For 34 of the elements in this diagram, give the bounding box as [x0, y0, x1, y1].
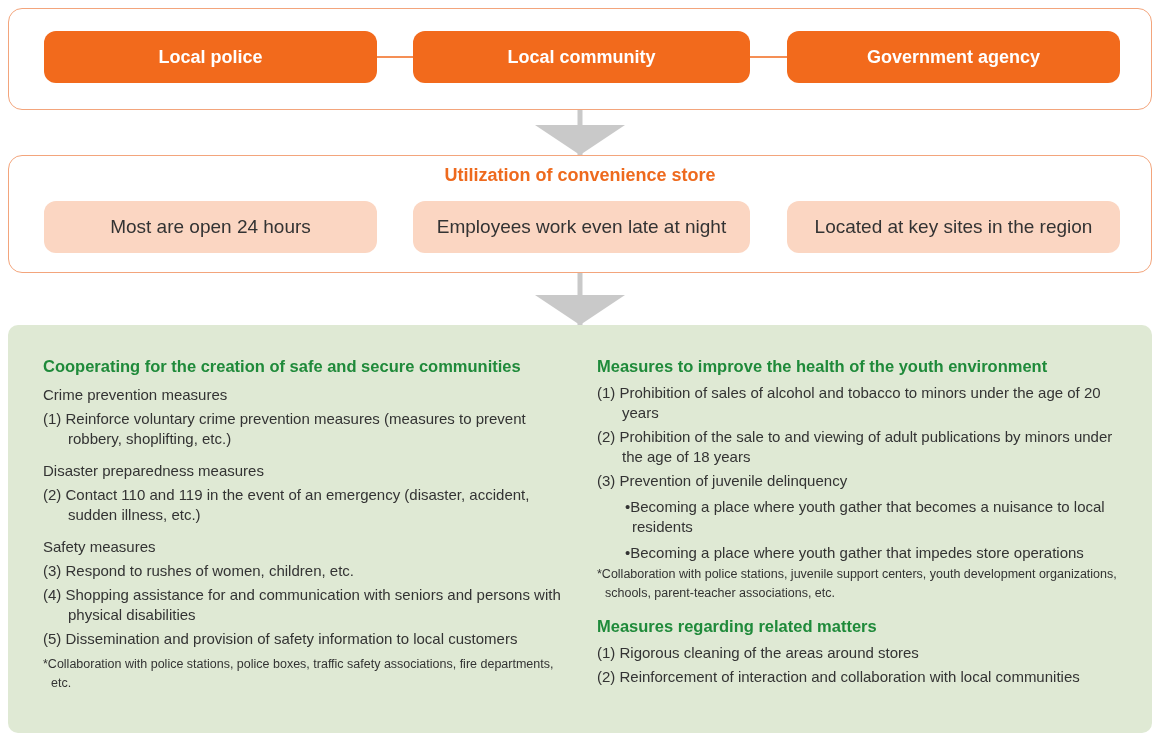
feature-box: Located at key sites in the region — [787, 201, 1120, 253]
section-heading: Measures to improve the health of the youth environment — [597, 356, 1049, 377]
footnote: *Collaboration with police stations, juvenile support centers, youth development organizations, schools, parent-teacher associations, etc. — [597, 566, 1118, 602]
list-item: (5) Dissemination and provision of safety information to local customers — [43, 629, 519, 649]
panel-title: Utilization of convenience store — [443, 165, 717, 186]
subheading: Safety measures — [43, 537, 157, 557]
feature-panel — [8, 155, 1152, 273]
list-item: (4) Shopping assistance for and communication with seniors and persons with physical disabilities — [43, 585, 562, 625]
list-item: (3) Prevention of juvenile delinquency — [597, 471, 849, 491]
stakeholder-box: Government agency — [787, 31, 1120, 83]
chevron-arrow — [535, 110, 625, 155]
list-item: (2) Contact 110 and 119 in the event of an emergency (disaster, accident, sudden illness, etc.) — [43, 485, 531, 525]
stakeholder-box: Local community — [413, 31, 750, 83]
measures-panel — [8, 325, 1152, 733]
connector-line — [749, 56, 788, 58]
chevron-arrow — [535, 273, 625, 325]
bullet-item: •Becoming a place where youth gather that becomes a nuisance to local residents — [624, 497, 1106, 537]
list-item: (3) Respond to rushes of women, children, etc. — [43, 561, 355, 581]
list-item: (1) Prohibition of sales of alcohol and tobacco to minors under the age of 20 years — [597, 383, 1102, 423]
group-panel — [8, 8, 1152, 110]
list-item: (2) Prohibition of the sale to and viewing of adult publications by minors under the age of 18 years — [597, 427, 1114, 467]
section-heading: Measures regarding related matters — [597, 616, 878, 637]
section-heading: Cooperating for the creation of safe and secure communities — [43, 356, 522, 377]
footnote: *Collaboration with police stations, police boxes, traffic safety associations, fire departments, etc. — [43, 656, 555, 692]
feature-box: Employees work even late at night — [413, 201, 750, 253]
subheading: Disaster preparedness measures — [43, 461, 265, 481]
stakeholder-box: Local police — [44, 31, 377, 83]
list-item: (1) Rigorous cleaning of the areas around stores — [597, 643, 920, 663]
list-item: (1) Reinforce voluntary crime prevention measures (measures to prevent robbery, shoplifting, etc.) — [43, 409, 527, 449]
list-item: (2) Reinforcement of interaction and collaboration with local communities — [597, 667, 1081, 687]
connector-line — [376, 56, 414, 58]
subheading: Crime prevention measures — [43, 385, 229, 405]
bullet-item: •Becoming a place where youth gather that impedes store operations — [624, 543, 1085, 563]
feature-box: Most are open 24 hours — [44, 201, 377, 253]
